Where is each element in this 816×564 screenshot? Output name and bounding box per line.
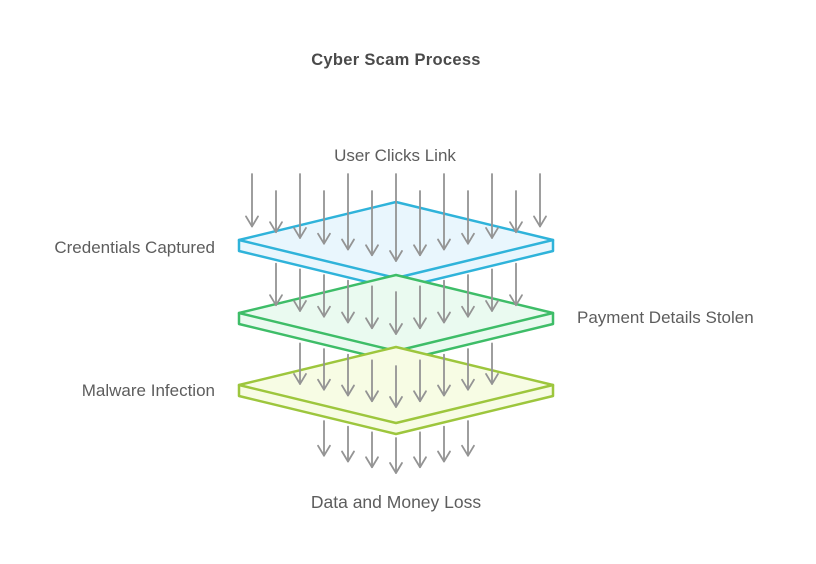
rain-arrow: [485, 173, 499, 239]
layer-label-payment: Payment Details Stolen: [577, 308, 754, 327]
rain-arrows: [245, 173, 547, 474]
rain-arrow: [413, 359, 427, 403]
layer-label-malware: Malware Infection: [81, 381, 215, 400]
rain-arrow: [341, 353, 355, 397]
rain-arrow: [293, 173, 307, 239]
rain-arrow: [341, 173, 355, 251]
rain-arrow: [509, 262, 523, 307]
rain-arrow: [365, 431, 379, 469]
rain-arrow: [509, 190, 523, 234]
rain-arrow: [389, 437, 403, 474]
rain-arrow: [293, 268, 307, 312]
rain-arrow: [485, 342, 499, 385]
page-title: Cyber Scam Process: [311, 51, 481, 69]
rain-arrow: [437, 425, 451, 463]
rain-arrow: [413, 285, 427, 330]
rain-arrow: [269, 262, 283, 307]
rain-arrow: [461, 420, 475, 457]
rain-arrow: [365, 359, 379, 403]
rain-arrow: [293, 342, 307, 385]
rain-arrow: [365, 190, 379, 257]
rain-arrow: [389, 173, 403, 262]
rain-arrow: [485, 268, 499, 312]
rain-arrow: [245, 173, 259, 228]
layer-label-credentials: Credentials Captured: [54, 238, 215, 257]
rain-arrow: [317, 190, 331, 245]
rain-arrow: [413, 190, 427, 257]
rain-arrow: [461, 190, 475, 245]
rain-arrow: [533, 173, 547, 228]
rain-arrow: [437, 353, 451, 397]
rain-arrow: [269, 190, 283, 234]
rain-arrow: [389, 291, 403, 335]
rain-arrow: [461, 274, 475, 318]
rain-arrow: [389, 365, 403, 408]
rain-arrow: [437, 279, 451, 324]
plate-top-face-edge: [237, 383, 555, 425]
rain-arrow: [461, 348, 475, 391]
source-label: User Clicks Link: [334, 146, 456, 165]
rain-arrow: [437, 173, 451, 251]
rain-arrow: [317, 274, 331, 318]
rain-arrow: [317, 348, 331, 391]
rain-arrow: [341, 425, 355, 463]
rain-arrow: [341, 279, 355, 324]
sink-label: Data and Money Loss: [310, 492, 482, 512]
rain-arrow: [413, 431, 427, 469]
rain-arrow: [365, 285, 379, 330]
rain-arrow: [317, 420, 331, 457]
